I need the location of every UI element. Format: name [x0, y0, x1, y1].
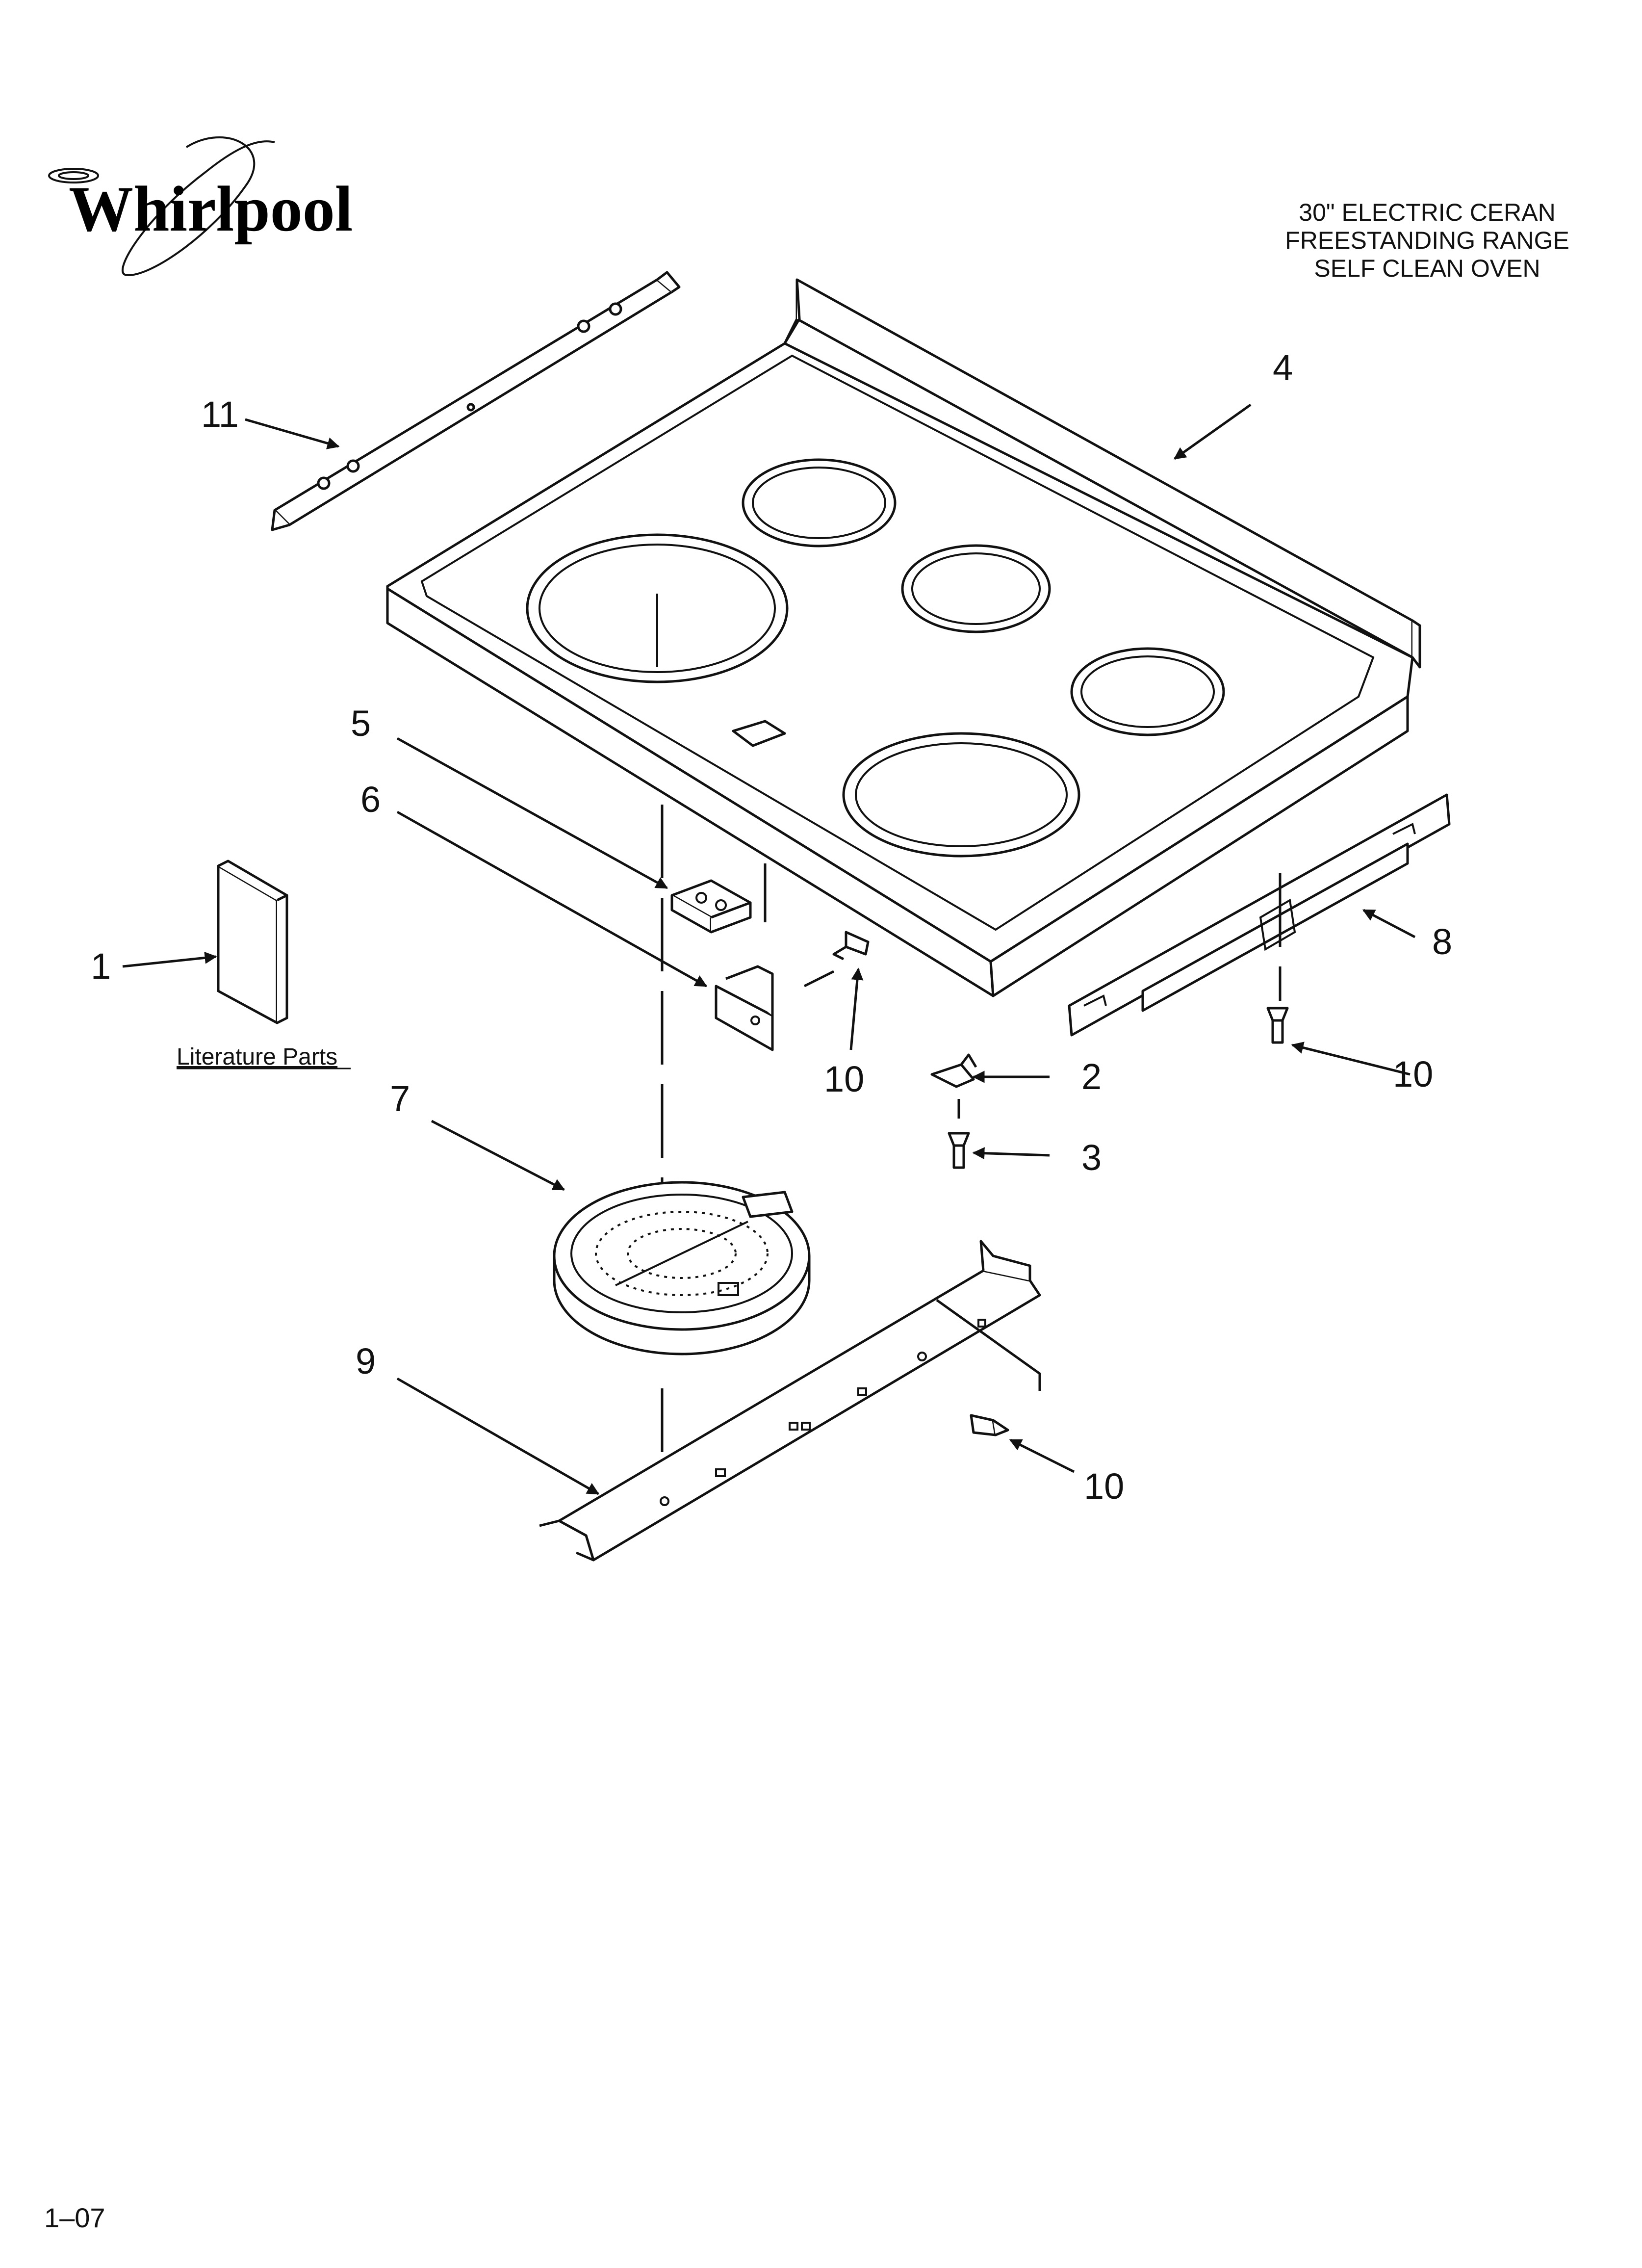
title-line-2: FREESTANDING RANGE	[1285, 227, 1569, 254]
part-5-switch	[670, 879, 752, 934]
callout-labels: 11 4 5 6 1 10 2 3 8 10 7 9 10	[91, 347, 1452, 1507]
part-10-screw-c	[970, 1414, 1009, 1436]
callout-11: 11	[201, 394, 239, 435]
callout-6: 6	[360, 779, 381, 820]
title-line-1: 30" ELECTRIC CERAN	[1299, 199, 1555, 226]
logo-wordmark: Whirlpool	[69, 173, 353, 245]
callout-10-a: 10	[824, 1059, 864, 1099]
callout-9: 9	[356, 1341, 376, 1382]
part-4-cooktop	[386, 278, 1421, 997]
part-8-front-bracket	[1068, 793, 1451, 1037]
callout-4: 4	[1273, 347, 1293, 388]
part-9-bracket	[539, 1240, 1041, 1562]
leader-arrows	[122, 403, 1416, 1495]
callout-5: 5	[351, 703, 371, 744]
callout-10-c: 10	[1084, 1466, 1124, 1507]
callout-7: 7	[390, 1078, 410, 1119]
part-7-element	[553, 1181, 811, 1356]
part-1-literature	[217, 860, 288, 1024]
logo-swirl-icon	[122, 136, 275, 276]
callout-8: 8	[1432, 921, 1452, 962]
page-code: 1–07	[44, 2202, 105, 2233]
part-10-screw-a	[832, 931, 870, 961]
part-11-rear-bracket	[271, 271, 681, 531]
callout-10-b: 10	[1393, 1054, 1433, 1095]
part-2-clip	[930, 1053, 977, 1088]
callout-1: 1	[91, 946, 111, 987]
callout-2: 2	[1081, 1056, 1102, 1097]
title-block: 30" ELECTRIC CERAN FREESTANDING RANGE SE…	[1285, 199, 1569, 282]
part-6-bracket	[715, 965, 774, 1051]
title-line-3: SELF CLEAN OVEN	[1314, 255, 1540, 282]
assembly-lines	[661, 805, 1282, 1452]
literature-parts-label: Literature Parts	[177, 1044, 337, 1070]
part-3-screw	[948, 1132, 970, 1169]
callout-3: 3	[1081, 1137, 1102, 1178]
whirlpool-logo: Whirlpool	[48, 136, 353, 276]
part-10-screw-b	[1266, 1007, 1289, 1044]
